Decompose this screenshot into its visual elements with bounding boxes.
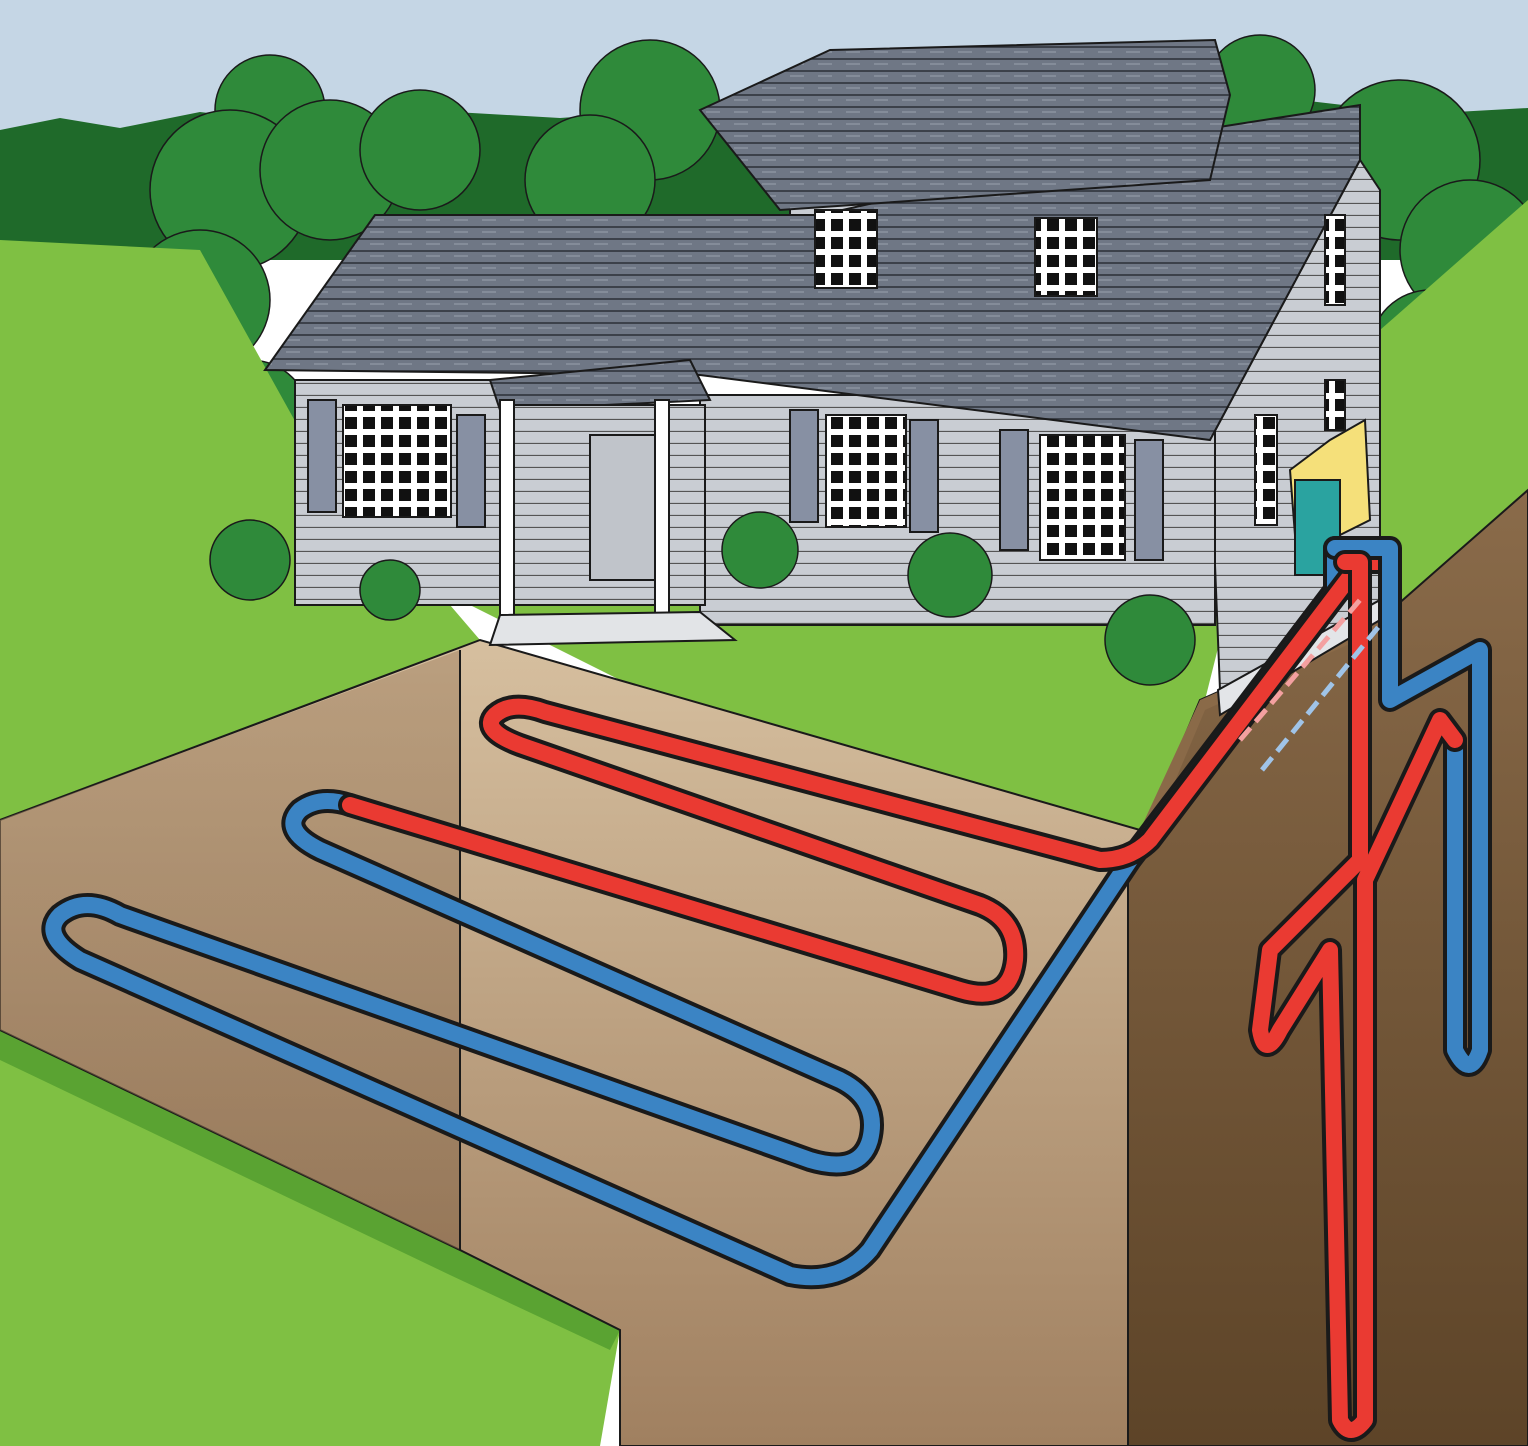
gable-window — [1325, 215, 1345, 305]
porch-column-left — [500, 400, 514, 615]
shutter — [1135, 440, 1163, 560]
shutter — [790, 410, 818, 522]
front-door — [590, 435, 660, 580]
shutter — [910, 420, 938, 532]
window — [826, 415, 906, 527]
dormer-window — [815, 210, 877, 288]
side-window — [1255, 415, 1277, 525]
window — [343, 405, 451, 517]
shutter — [308, 400, 336, 512]
dormer-window — [1035, 218, 1097, 296]
porch-steps — [490, 612, 735, 645]
porch-column-right — [655, 400, 669, 630]
window — [1040, 435, 1125, 560]
shutter — [457, 415, 485, 527]
side-window — [1325, 380, 1345, 430]
shutter — [1000, 430, 1028, 550]
